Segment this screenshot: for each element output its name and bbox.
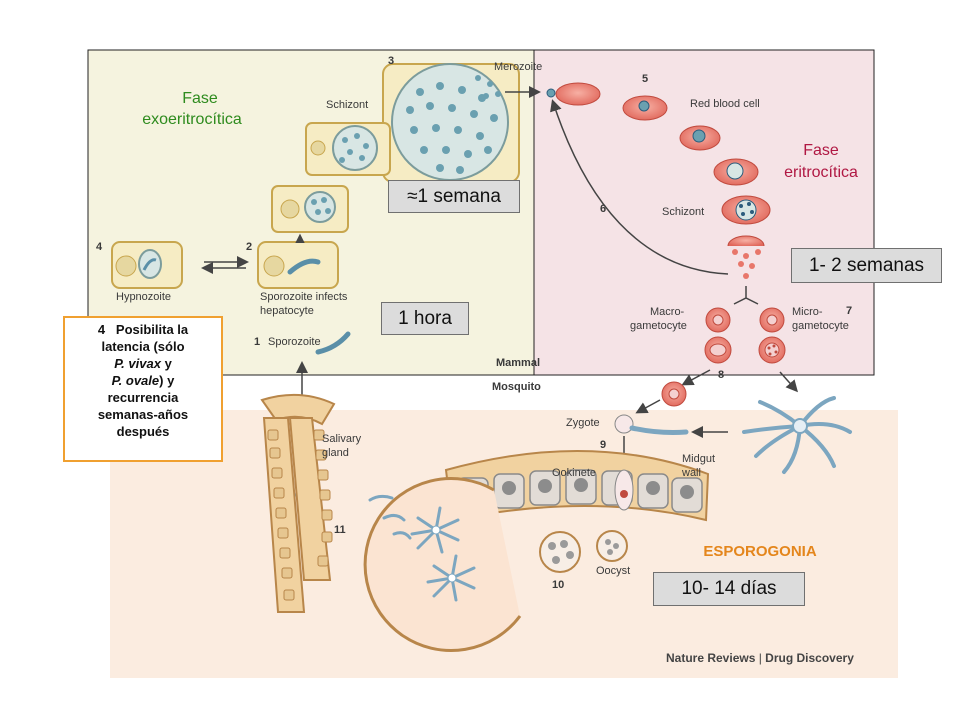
label-micro-1: Micro- [792, 306, 823, 318]
oocysts [539, 530, 628, 573]
step-1: 1 [254, 336, 260, 348]
step-3: 3 [388, 55, 394, 67]
label-zygote: Zygote [566, 417, 600, 429]
note-line-5: recurrencia [107, 390, 179, 405]
exo-phase-line2: exoeritrocítica [142, 111, 242, 128]
sporogony-title: ESPOROGONIA [703, 543, 817, 560]
label-hypnozoite: Hypnozoite [116, 291, 171, 303]
time-box-days: 10- 14 días [653, 572, 805, 606]
step-10: 10 [552, 579, 564, 591]
label-ookinete: Ookinete [552, 467, 596, 479]
merozoites [475, 75, 501, 99]
label-red-blood-cell: Red blood cell [690, 98, 760, 110]
label-midgut-1: Midgut [682, 453, 715, 465]
label-schizont-blood: Schizont [662, 206, 704, 218]
step-11: 11 [334, 524, 346, 536]
note-line-2: latencia (sólo [101, 339, 185, 354]
label-oocyst: Oocyst [596, 565, 630, 577]
note-line-7: después [116, 424, 170, 439]
note-number: 4 [97, 322, 106, 337]
note-line-6: semanas-años [97, 407, 189, 422]
sporozoite-shape [315, 331, 351, 355]
label-sporozoite: Sporozoite [268, 336, 321, 348]
blood-panel [533, 49, 875, 376]
ery-phase-line2: eritrocítica [784, 164, 858, 181]
microgametes [742, 396, 852, 474]
step-7: 7 [846, 305, 852, 317]
label-macro-2: gametocyte [630, 320, 687, 332]
hypnozoite-note: 4 Posibilita la latencia (sólo P. vivax … [63, 316, 223, 462]
gametocytes [704, 307, 786, 364]
erythrocytic-cells [546, 82, 771, 279]
note-and-1: y [160, 356, 172, 371]
label-mammal: Mammal [496, 357, 540, 369]
invasion-arrow [550, 99, 729, 275]
macrogamete [661, 381, 687, 407]
label-midgut-2: wall [681, 467, 701, 479]
note-line-1: 4 Posibilita la [69, 321, 217, 338]
note-line-4: P. ovale) y [69, 372, 217, 389]
note-species-2: P. ovale [111, 373, 160, 388]
label-micro-2: gametocyte [792, 320, 849, 332]
label-salivary-2: gland [322, 447, 349, 459]
ery-phase-line1: Fase [803, 142, 839, 159]
ruptured-oocyst [363, 477, 522, 652]
label-macro-1: Macro- [650, 306, 685, 318]
label-mosquito: Mosquito [492, 381, 541, 393]
step-9: 9 [600, 439, 606, 451]
step-6: 6 [600, 203, 606, 215]
exo-phase-line1: Fase [182, 90, 218, 107]
hypnozoite-hepatocyte [111, 241, 183, 289]
step-4: 4 [96, 241, 103, 253]
sporozoite-infects-hepatocyte [257, 241, 339, 289]
zygote [614, 414, 689, 435]
step-5: 5 [642, 73, 648, 85]
salivary-gland [260, 393, 336, 613]
step-8: 8 [718, 369, 724, 381]
time-box-hour: 1 hora [381, 302, 469, 335]
note-line-3: P. vivax y [69, 355, 217, 372]
credit-separator: | [755, 651, 765, 665]
label-sporozoite-infects-1: Sporozoite infects [260, 291, 348, 303]
credit-journal: Nature Reviews [666, 651, 756, 665]
time-box-weeks: 1- 2 semanas [791, 248, 942, 283]
note-text-1: Posibilita la [115, 322, 189, 337]
credit-text: Nature Reviews | Drug Discovery [666, 651, 854, 665]
time-box-week: ≈1 semana [388, 180, 520, 213]
label-sporozoite-infects-2: hepatocyte [260, 305, 314, 317]
label-salivary-1: Salivary [322, 433, 362, 445]
label-merozoite: Merozoite [494, 61, 542, 73]
label-schizont: Schizont [326, 99, 368, 111]
note-and-2: ) y [159, 373, 175, 388]
credit-section: Drug Discovery [765, 651, 854, 665]
step-2: 2 [246, 241, 252, 253]
note-species-1: P. vivax [114, 356, 161, 371]
